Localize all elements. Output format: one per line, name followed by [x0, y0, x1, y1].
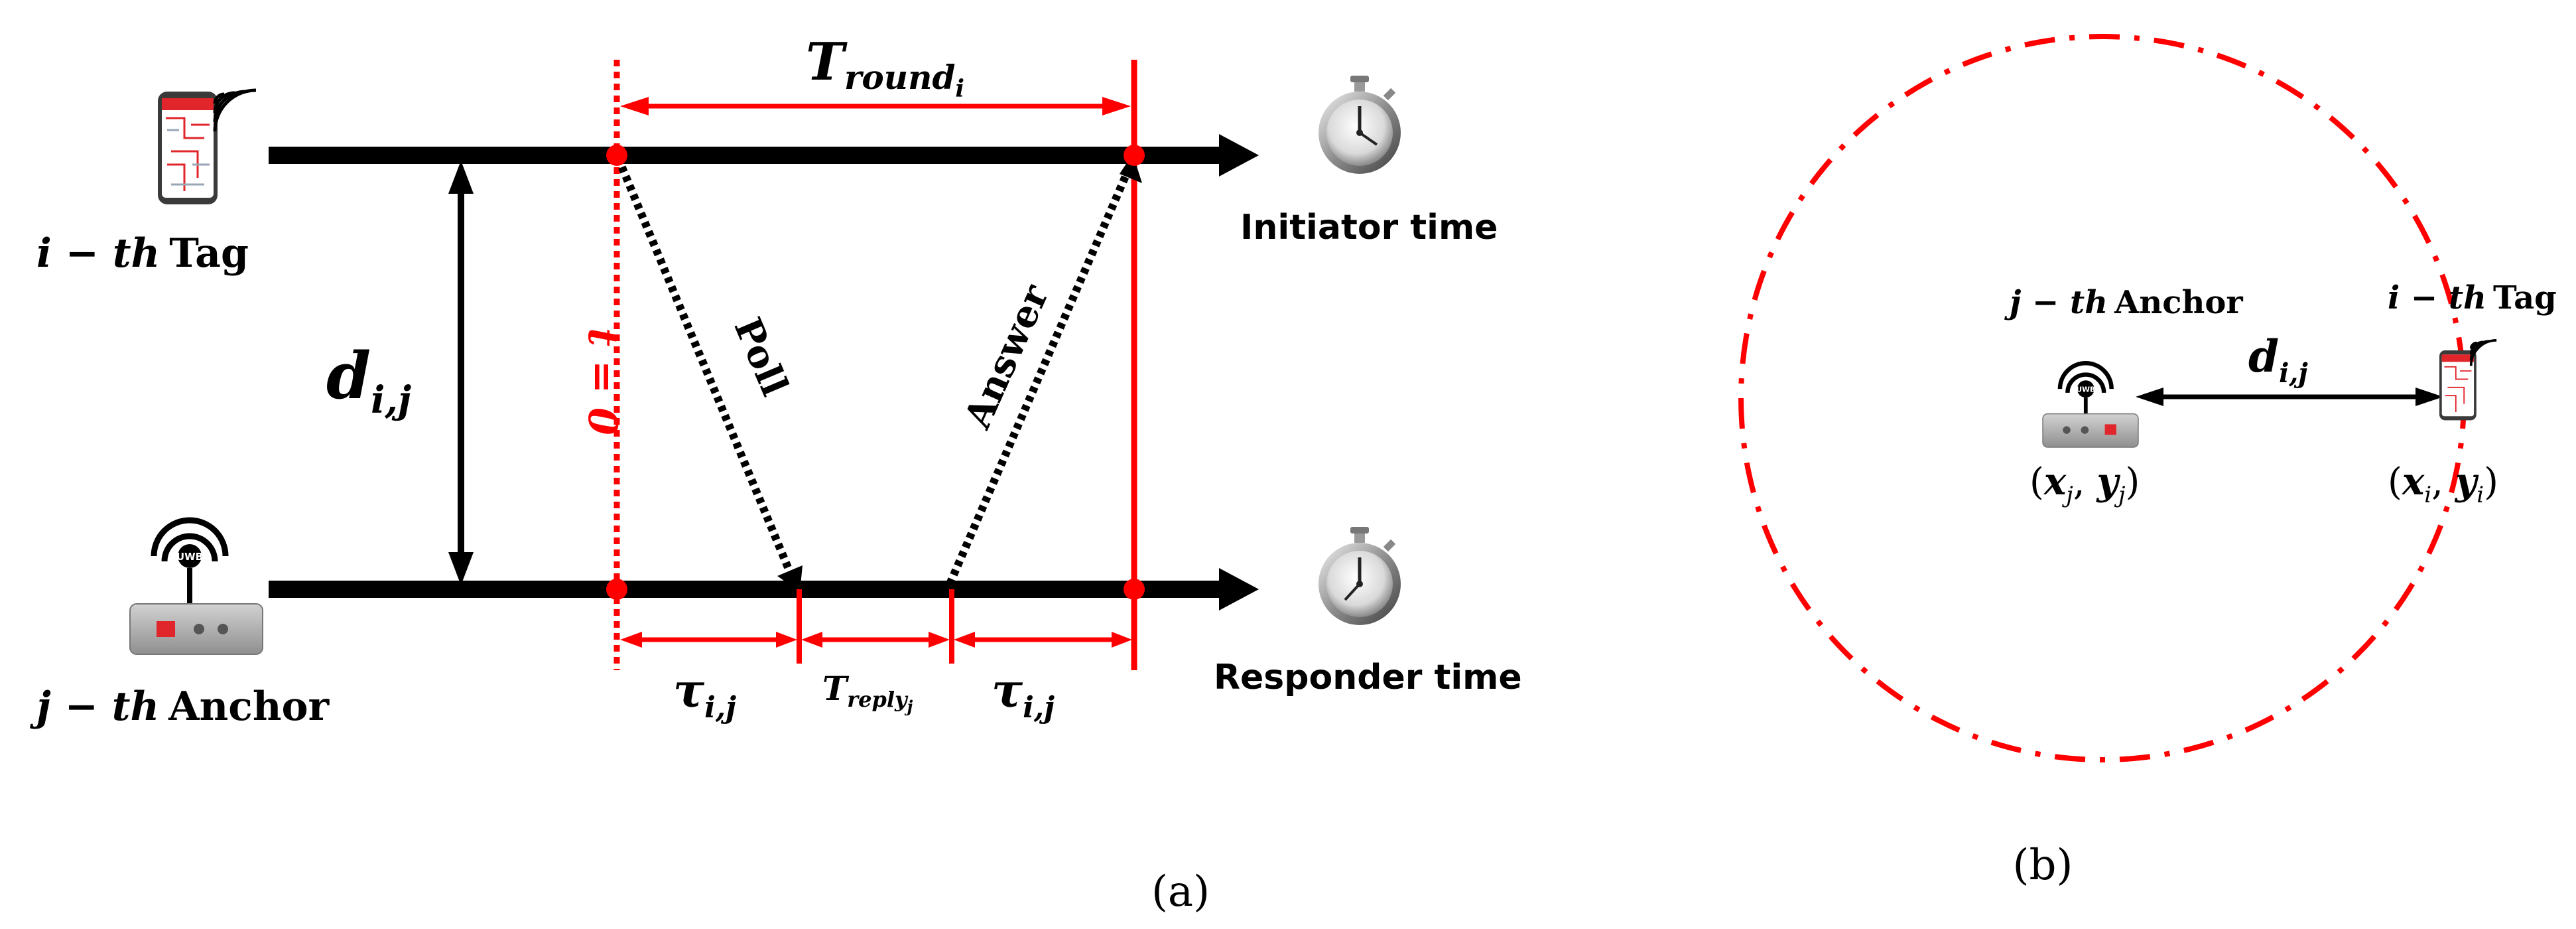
panel-a: Troundi di,j t = 0 Poll Answer Initiator… — [30, 32, 1522, 916]
distance-label: di,j — [326, 338, 411, 422]
round-label: Troundi — [806, 32, 964, 103]
t-zero-label: t = 0 — [579, 328, 625, 435]
distance-label-b: di,j — [2248, 330, 2308, 389]
answer-label: Answer — [956, 277, 1058, 435]
reply-label: Treplyj — [822, 669, 913, 716]
round-arrowhead-left — [620, 97, 649, 115]
initiator-time-label: Initiator time — [1240, 208, 1498, 248]
tau-left-arrowhead-r — [776, 632, 797, 648]
caption-a: (a) — [1151, 867, 1210, 916]
initiator-timeline-arrowhead — [1219, 134, 1259, 177]
smartphone-icon — [2439, 350, 2477, 421]
uwb-anchor-icon: UWB — [2042, 361, 2139, 448]
tau-left-arrowhead-l — [620, 632, 642, 648]
poll-arrow — [614, 156, 797, 581]
anchor-coords: (xj, yj) — [2029, 460, 2140, 508]
reply-arrowhead-l — [801, 632, 822, 648]
distance-arrowhead-top — [448, 161, 474, 194]
stopwatch-icon — [1319, 76, 1401, 174]
distance-arrowhead-b-left — [2136, 388, 2163, 406]
tau-right-arrowhead-l — [954, 632, 975, 648]
smartphone-icon — [158, 92, 218, 204]
caption-b: (b) — [2013, 841, 2073, 890]
dot-initiator-end — [1124, 145, 1145, 166]
tag-coords: (xi, yi) — [2388, 460, 2498, 508]
answer-arrowhead — [1120, 154, 1142, 183]
reply-arrowhead-r — [929, 632, 950, 648]
dot-responder-start — [606, 579, 627, 600]
wifi-signal-icon — [213, 88, 257, 132]
tau-left-label: τi,j — [673, 663, 736, 725]
svg-text:UWB: UWB — [176, 551, 203, 563]
dot-initiator-start — [606, 145, 627, 166]
round-arrowhead-right — [1102, 97, 1131, 115]
svg-text:UWB: UWB — [2076, 385, 2095, 393]
tau-right-label: τi,j — [992, 663, 1055, 725]
responder-timeline-arrowhead — [1219, 568, 1259, 610]
stopwatch-icon — [1319, 527, 1401, 625]
wifi-signal-icon — [2469, 339, 2497, 366]
poll-arrowhead — [777, 565, 803, 592]
uwb-anchor-icon: UWB — [129, 517, 263, 655]
responder-time-label: Responder time — [1214, 658, 1522, 697]
poll-label: Poll — [726, 311, 797, 402]
distance-arrowhead-b-right — [2415, 388, 2443, 406]
tau-right-arrowhead-r — [1112, 632, 1132, 648]
dot-responder-end — [1124, 579, 1145, 600]
distance-arrowhead-bottom — [448, 552, 474, 585]
